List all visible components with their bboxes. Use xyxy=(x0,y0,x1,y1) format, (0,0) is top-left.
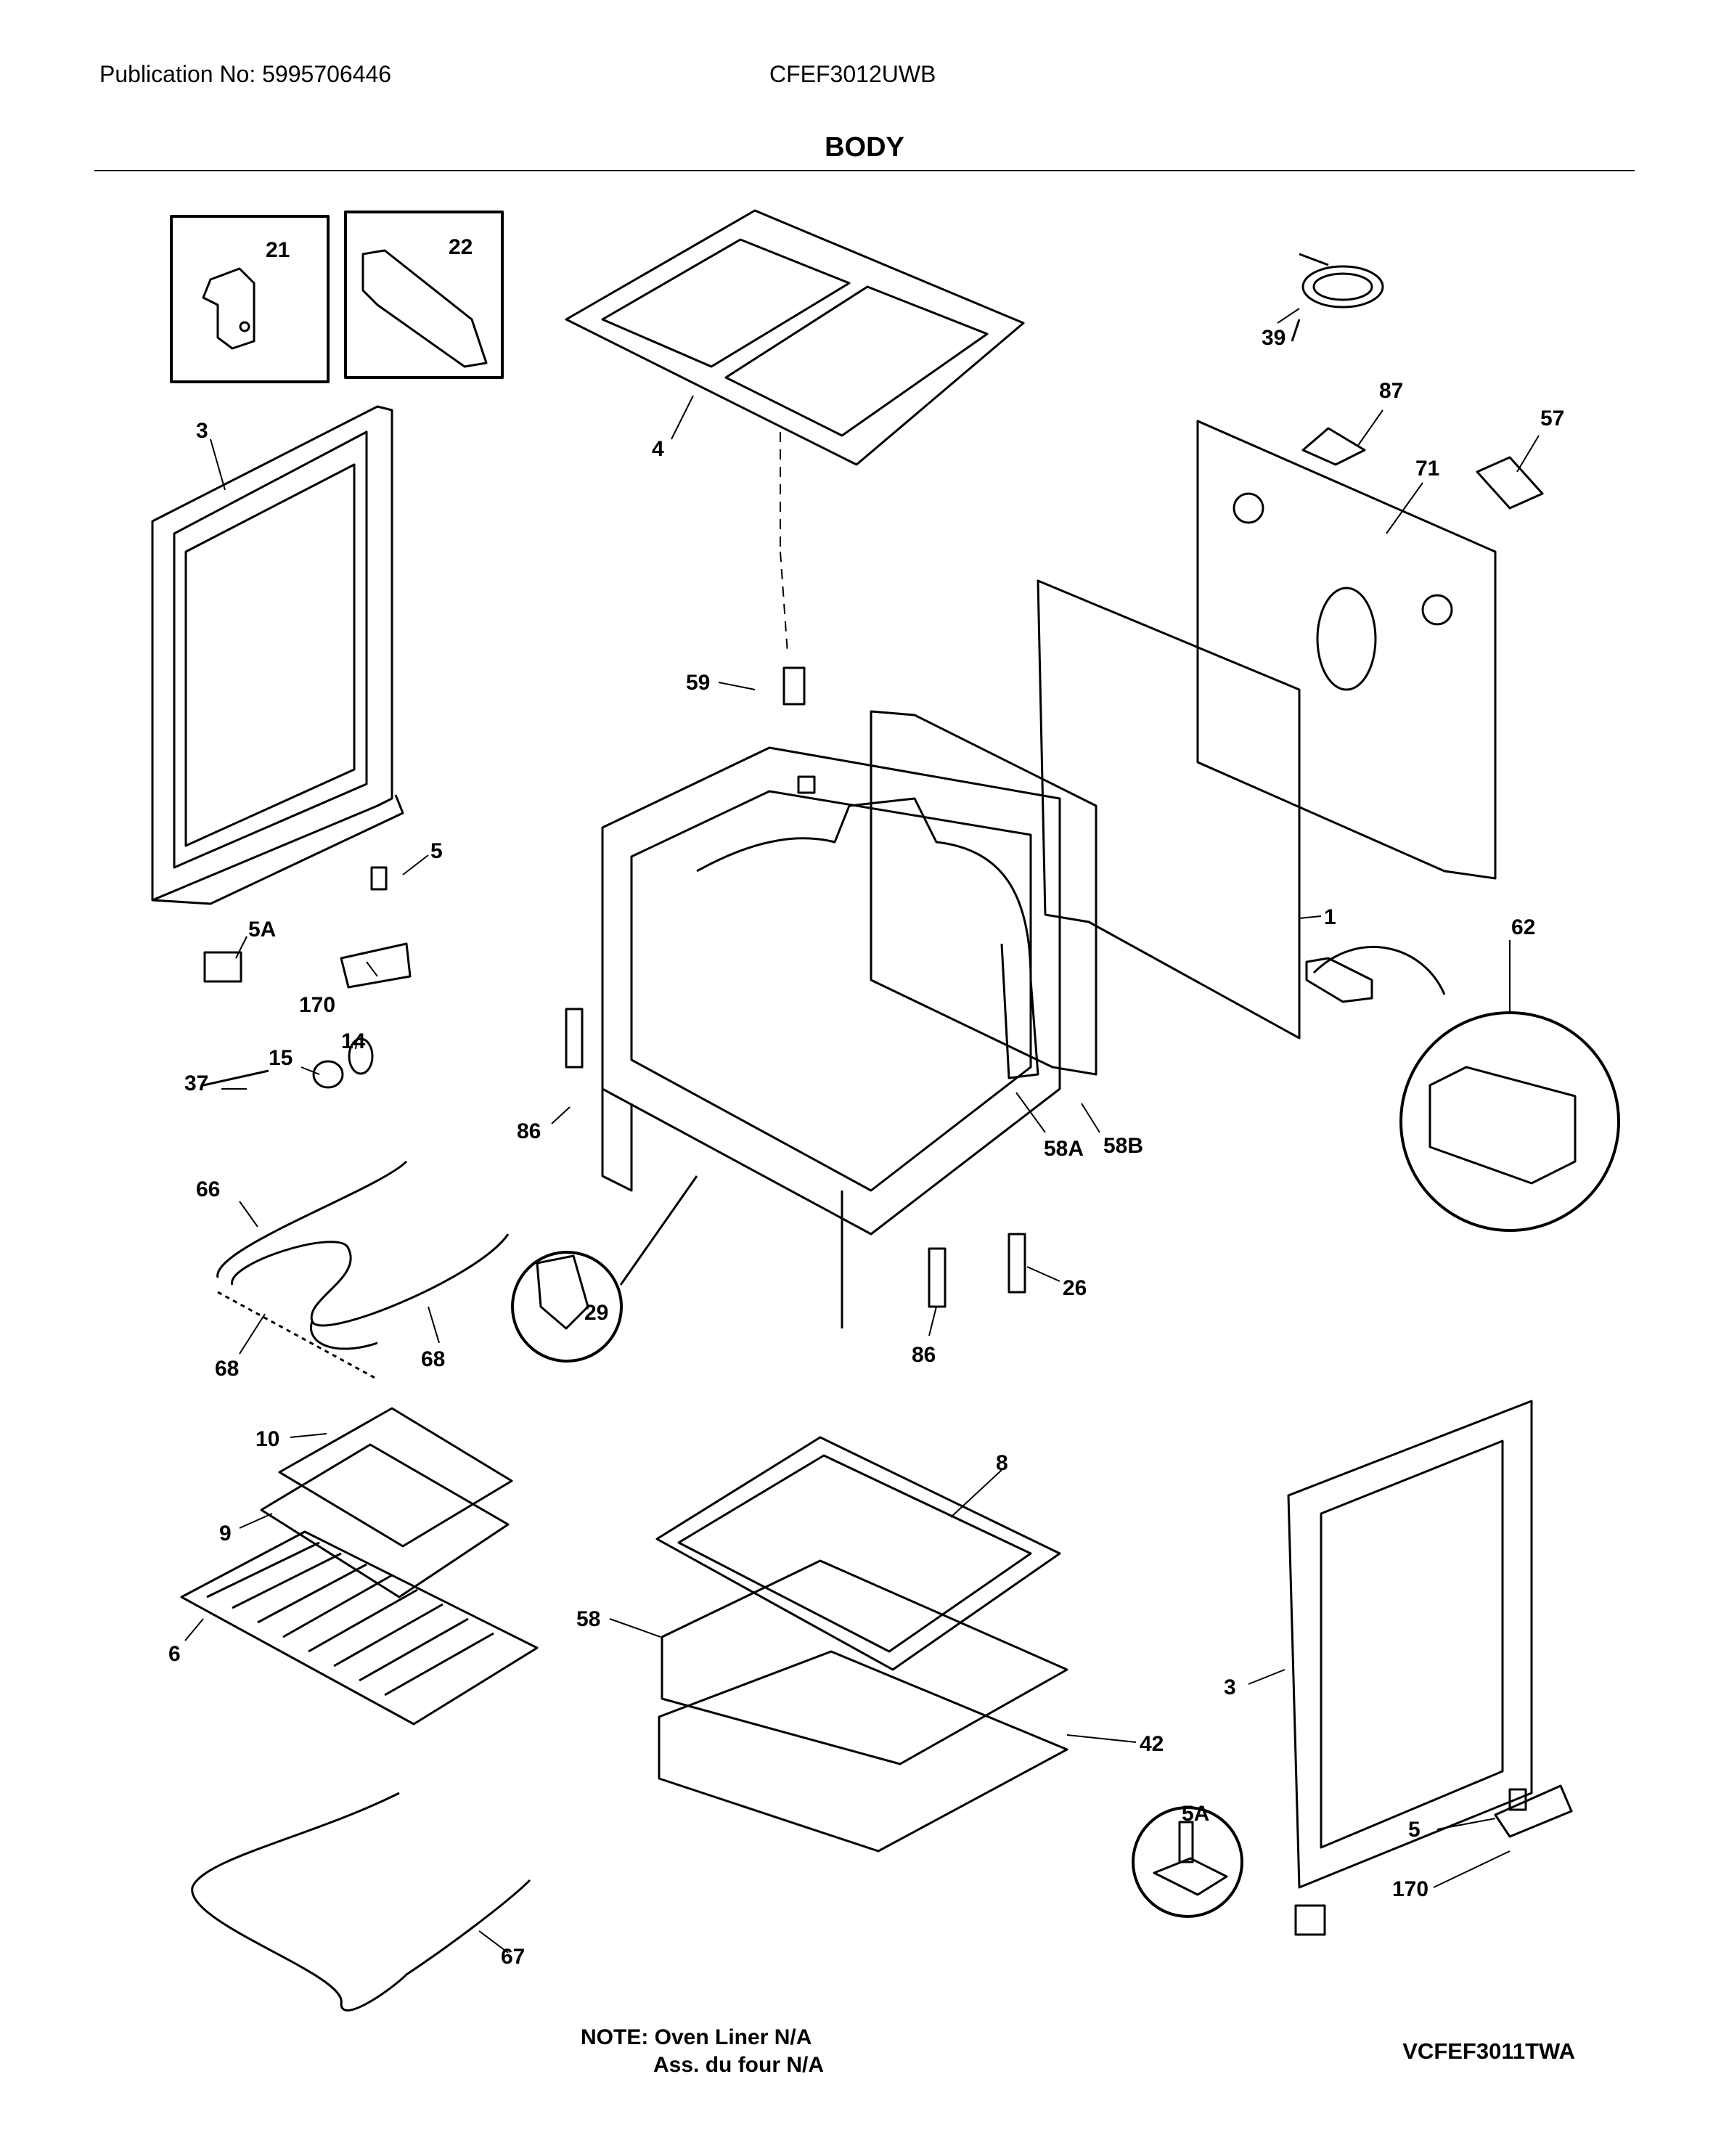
callout-66: 66 xyxy=(196,1177,220,1201)
power-cord xyxy=(1291,253,1384,342)
part-29-detail xyxy=(511,1175,698,1363)
callout-5A-right: 5A xyxy=(1182,1802,1209,1826)
callout-4: 4 xyxy=(652,437,664,461)
leveler-detail xyxy=(1132,1806,1243,1918)
part-21-box xyxy=(170,215,330,383)
rear-cover xyxy=(1196,420,1497,880)
callout-170-left: 170 xyxy=(299,993,335,1017)
top-panel xyxy=(565,209,1025,654)
back-panel xyxy=(1037,579,1301,1040)
callout-58A: 58A xyxy=(1044,1137,1084,1161)
callout-67: 67 xyxy=(501,1945,525,1969)
callout-5-right: 5 xyxy=(1408,1818,1421,1842)
callout-21: 21 xyxy=(266,238,290,262)
callout-58: 58 xyxy=(576,1607,600,1631)
bake-element xyxy=(216,1160,510,1381)
callout-71: 71 xyxy=(1415,457,1439,481)
leader-lines xyxy=(184,308,1540,1953)
title-rule xyxy=(94,170,1635,171)
oven-rack xyxy=(180,1530,539,1726)
publication-number: Publication No: 5995706446 xyxy=(99,61,392,87)
left-side-panel xyxy=(151,405,404,905)
callout-170-right: 170 xyxy=(1392,1877,1428,1901)
storage-drawer xyxy=(655,1436,1068,1853)
callout-58B: 58B xyxy=(1103,1134,1143,1158)
callout-57: 57 xyxy=(1540,407,1564,430)
callout-5-left: 5 xyxy=(430,839,443,863)
broiler-pan xyxy=(260,1407,513,1598)
callout-39: 39 xyxy=(1262,326,1285,350)
callout-62: 62 xyxy=(1511,915,1535,939)
diagram-code: VCFEF3011TWA xyxy=(1402,2038,1575,2064)
callout-68-right: 68 xyxy=(421,1347,445,1371)
callout-5A-left: 5A xyxy=(248,918,276,942)
page-title: BODY xyxy=(825,132,904,163)
small-hardware xyxy=(203,427,1573,1936)
callout-15: 15 xyxy=(269,1046,293,1070)
callout-1: 1 xyxy=(1324,905,1336,929)
right-side-panel xyxy=(1287,1400,1533,1889)
note-line-1: NOTE: Oven Liner N/A xyxy=(581,2025,812,2049)
callout-6: 6 xyxy=(168,1642,181,1666)
callout-29: 29 xyxy=(584,1301,608,1325)
oven-cavity xyxy=(601,746,1061,1328)
callout-86-left: 86 xyxy=(517,1119,541,1143)
callout-9: 9 xyxy=(219,1522,232,1545)
callout-26: 26 xyxy=(1063,1276,1087,1300)
callout-22: 22 xyxy=(449,235,473,259)
callout-37: 37 xyxy=(184,1071,208,1095)
callout-labels: 21 22 3 4 39 87 57 71 59 5 5A 170 14 15 … xyxy=(168,235,1564,1969)
callout-3-left: 3 xyxy=(196,419,208,443)
callout-59: 59 xyxy=(686,671,710,695)
callout-8: 8 xyxy=(996,1451,1008,1475)
callout-68-left: 68 xyxy=(215,1357,239,1381)
insulation-58b xyxy=(870,710,1098,1076)
callout-14: 14 xyxy=(341,1029,366,1053)
callout-3-right: 3 xyxy=(1224,1675,1236,1699)
broil-element xyxy=(191,1792,531,2012)
callout-87: 87 xyxy=(1379,379,1403,403)
note-line-2: Ass. du four N/A xyxy=(653,2053,825,2077)
callout-86-right: 86 xyxy=(912,1343,936,1367)
part-22-box xyxy=(344,211,504,379)
callout-10: 10 xyxy=(256,1427,279,1451)
terminal-block-detail xyxy=(1305,946,1620,1232)
model-number: CFEF3012UWB xyxy=(769,61,936,87)
callout-42: 42 xyxy=(1140,1732,1164,1756)
